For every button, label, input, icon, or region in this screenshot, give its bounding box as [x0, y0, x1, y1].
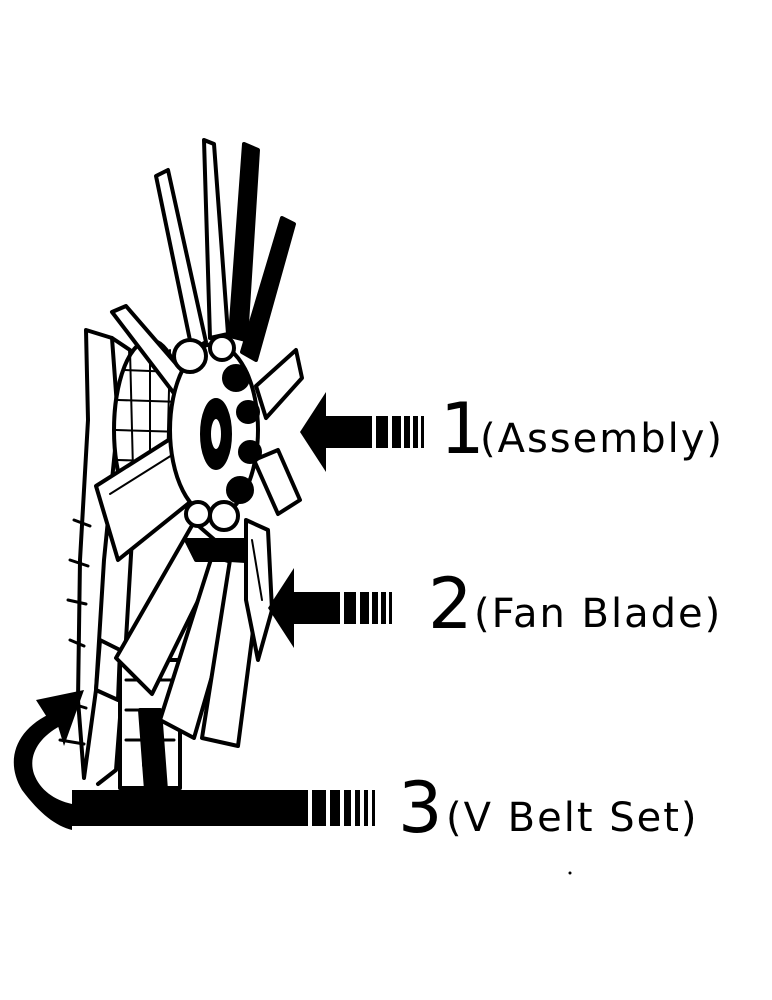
- speck: [568, 871, 572, 875]
- callout-1-text: (Assembly): [480, 416, 724, 462]
- callout-1-number: 1: [440, 388, 485, 470]
- callout-label-3: 3 (V Belt Set): [398, 767, 699, 849]
- arrowhead-2: [268, 568, 294, 648]
- callout-3-number: 3: [398, 767, 443, 849]
- callout-2-number: 2: [428, 563, 473, 645]
- v-belt-arrowhead: [36, 690, 84, 746]
- fan-hub: [168, 334, 262, 562]
- engine-block: [58, 328, 182, 792]
- fan-blade-right: [254, 348, 304, 420]
- callout-3-text: (V Belt Set): [446, 795, 699, 841]
- v-belt: [13, 690, 84, 830]
- fan-blade-right-lower: [252, 448, 302, 516]
- fan-blade-top: [202, 138, 230, 340]
- callout-arrow-3: [72, 790, 375, 826]
- fan-blade-upper-right: [240, 216, 296, 362]
- fan-guard: [244, 518, 274, 662]
- fan-blade-upper-left: [154, 168, 208, 352]
- callout-label-2: 2 (Fan Blade): [428, 563, 722, 645]
- callout-arrow-1: [300, 392, 424, 472]
- callout-2-text: (Fan Blade): [474, 591, 722, 637]
- callout-arrow-2: [268, 568, 392, 648]
- fan-illustration: [58, 138, 304, 792]
- arrowhead-1: [300, 392, 326, 472]
- callout-label-1: 1 (Assembly): [440, 388, 724, 470]
